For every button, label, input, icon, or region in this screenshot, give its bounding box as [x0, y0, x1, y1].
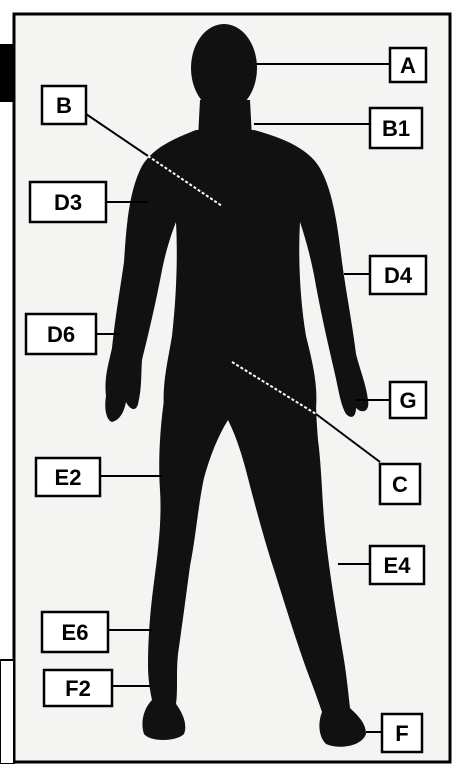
left-edge-box [0, 660, 14, 764]
label-D3: D3 [54, 190, 82, 215]
label-E4: E4 [384, 553, 412, 578]
label-B: B [56, 93, 72, 118]
label-B1: B1 [382, 116, 410, 141]
label-F2: F2 [65, 676, 91, 701]
label-A: A [400, 53, 416, 78]
label-E2: E2 [55, 465, 82, 490]
head [191, 24, 257, 112]
label-D6: D6 [47, 322, 75, 347]
label-F: F [395, 721, 408, 746]
left-edge-mark [0, 44, 14, 102]
label-D4: D4 [384, 263, 413, 288]
label-C: C [392, 472, 408, 497]
label-E6: E6 [62, 620, 89, 645]
label-G: G [399, 388, 416, 413]
